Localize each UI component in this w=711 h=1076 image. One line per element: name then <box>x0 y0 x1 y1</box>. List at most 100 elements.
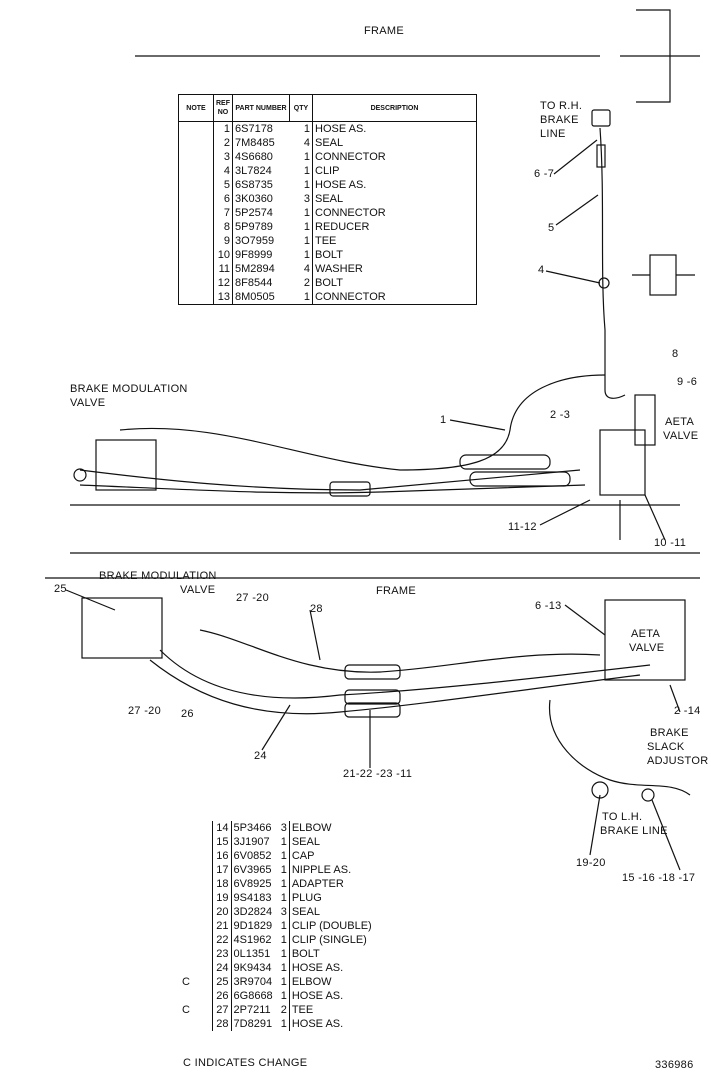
part-qty: 1 <box>289 248 313 262</box>
part-ref-no: 14 <box>212 821 232 835</box>
part-number: 6S7178 <box>235 123 273 135</box>
callout-5: 5 <box>548 222 555 234</box>
header-part-number: PART NUMBER <box>232 94 290 122</box>
change-footnote: C INDICATES CHANGE <box>183 1057 308 1069</box>
part-note <box>180 905 213 919</box>
aeta-valve-label-top-2: VALVE <box>663 430 699 442</box>
callout-15-16-18-17: 15 -16 -18 -17 <box>622 872 696 884</box>
part-number: 4S6680 <box>235 151 273 163</box>
part-note <box>180 919 213 933</box>
callout-10-11: 10 -11 <box>654 537 687 549</box>
parts-table-top: NOTE REF NO PART NUMBER QTY DESCRIPTION … <box>178 94 477 305</box>
aeta-valve-label-bottom-2: VALVE <box>629 642 665 654</box>
part-note <box>180 961 213 975</box>
part-number: 3K0360 <box>235 193 273 205</box>
aeta-valve-label-top-1: AETA <box>665 416 695 428</box>
part-description: HOSE AS. <box>315 123 367 135</box>
part-number: 6G8668 <box>233 990 273 1002</box>
part-number: 8M0505 <box>235 291 275 303</box>
part-ref-no: 2 <box>213 136 233 150</box>
callout-9-6: 9 -6 <box>677 376 698 388</box>
part-number: 6V0852 <box>233 850 272 862</box>
part-ref-no: 16 <box>212 849 232 863</box>
hose-24 <box>149 659 641 715</box>
part-qty: 1 <box>277 961 290 975</box>
drawing-number: 336986 <box>655 1059 694 1071</box>
part-ref-no: 17 <box>212 863 232 877</box>
part-qty: 1 <box>277 933 290 947</box>
frame-label-top: FRAME <box>364 25 404 37</box>
part-ref-no: 24 <box>212 961 232 975</box>
callout-24: 24 <box>254 750 267 762</box>
part-number: 8F8544 <box>235 277 273 289</box>
part-description: BOLT <box>291 948 320 960</box>
part-qty: 1 <box>289 220 313 234</box>
part-qty: 2 <box>289 276 313 290</box>
part-note <box>178 290 214 305</box>
part-note <box>178 192 214 206</box>
callout-11-12: 11-12 <box>508 521 537 533</box>
brake-mod-valve-label-top-1: BRAKE MODULATION <box>70 383 188 395</box>
part-number: 9D1829 <box>233 920 273 932</box>
part-ref-no: 9 <box>213 234 233 248</box>
part-ref-no: 6 <box>213 192 233 206</box>
callout-2-3: 2 -3 <box>550 409 571 421</box>
callout-26: 26 <box>181 708 194 720</box>
part-ref-no: 13 <box>213 290 233 305</box>
rh-brake-fitting <box>591 109 611 127</box>
part-description: CONNECTOR <box>315 207 386 219</box>
part-ref-no: 3 <box>213 150 233 164</box>
part-note <box>180 989 213 1003</box>
part-number: 6S8735 <box>235 179 273 191</box>
part-description: HOSE AS. <box>291 990 344 1002</box>
part-ref-no: 15 <box>212 835 232 849</box>
brake-mod-valve-bottom <box>81 597 163 659</box>
part-description: HOSE AS. <box>315 179 367 191</box>
part-number: 7D8291 <box>233 1018 273 1030</box>
part-ref-no: 18 <box>212 877 232 891</box>
hose-26 <box>159 649 651 699</box>
part-qty: 1 <box>277 877 290 891</box>
part-ref-no: 22 <box>212 933 232 947</box>
part-description: ADAPTER <box>291 878 344 890</box>
to-lh-brake-line-1: TO L.H. <box>602 811 643 823</box>
part-number: 5P3466 <box>233 822 272 834</box>
part-note <box>178 121 214 136</box>
part-number: 4S1962 <box>233 934 272 946</box>
part-qty: 4 <box>289 136 313 150</box>
hose-5 <box>599 127 626 399</box>
part-qty: 1 <box>277 835 290 849</box>
part-qty: 3 <box>289 192 313 206</box>
part-ref-no: 21 <box>212 919 232 933</box>
part-note <box>180 933 213 947</box>
brake-mod-valve-label-bottom-1: BRAKE MODULATION <box>99 570 217 582</box>
part-number: 5P9789 <box>235 221 273 233</box>
part-description: BOLT <box>315 249 343 261</box>
part-ref-no: 12 <box>213 276 233 290</box>
header-ref-no: REF NO <box>213 94 233 122</box>
aeta-valve-label-bottom-1: AETA <box>631 628 661 640</box>
part-note <box>178 178 214 192</box>
part-description: TEE <box>291 1004 314 1016</box>
part-qty: 1 <box>277 891 290 905</box>
part-description: NIPPLE AS. <box>291 864 352 876</box>
part-qty: 3 <box>277 905 290 919</box>
aeta-valve-bottom <box>604 599 686 681</box>
part-ref-no: 26 <box>212 989 232 1003</box>
part-note <box>178 150 214 164</box>
part-description: SEAL <box>291 836 320 848</box>
